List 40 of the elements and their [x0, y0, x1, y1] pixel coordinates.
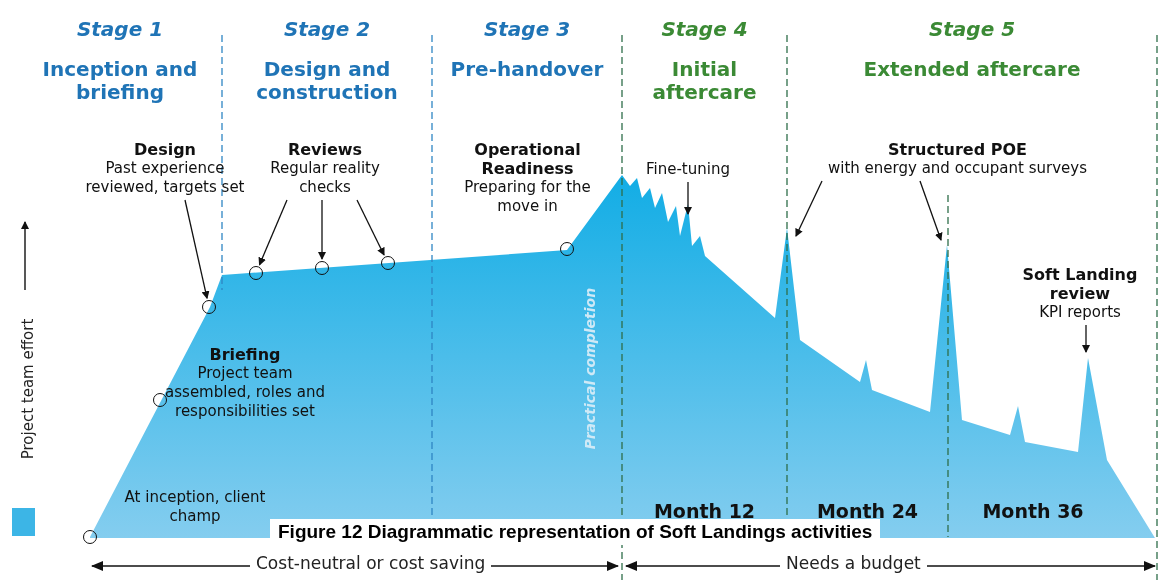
annotation-heading: Operational Readiness [473, 140, 582, 178]
annotation-text: Project team assembled, roles and responsibilities set [165, 364, 325, 421]
stage-title: Extended aftercare [862, 58, 1082, 81]
budget-label: Needs a budget [780, 553, 927, 573]
annotation-text: Fine-tuning [645, 160, 731, 179]
budget-label: Cost-neutral or cost saving [250, 553, 492, 573]
stage-title: Inception and briefing [41, 58, 199, 104]
annotation-text: At inception, client champ [123, 488, 267, 526]
milestone-label: Practical completion [582, 287, 600, 450]
annotation-heading: Reviews [286, 140, 364, 159]
annotation-text: Regular reality checks [269, 159, 381, 197]
leader-arrow [356, 199, 385, 256]
axis-label: Project team effort [19, 317, 37, 462]
annotation-text: Preparing for the move in [463, 178, 592, 216]
stage-title: Design and construction [255, 58, 399, 104]
month-label: Month 12 [652, 500, 757, 522]
stage-number: Stage 5 [927, 18, 1017, 41]
stage-number: Stage 2 [282, 18, 372, 41]
leader-arrow [258, 199, 288, 266]
stage-title: Initial aftercare [651, 58, 758, 104]
month-label: Month 24 [815, 500, 920, 522]
annotation-text: Past experience reviewed, targets set [84, 159, 246, 197]
leader-arrow [684, 181, 692, 215]
leader-arrow [318, 199, 326, 260]
annotation-heading: Briefing [208, 345, 282, 364]
stage-number: Stage 4 [660, 18, 749, 41]
month-label: Month 36 [981, 500, 1085, 522]
figure-caption: Figure 12 Diagrammatic representation of Soft Landings activities [270, 519, 881, 545]
leader-arrow [184, 199, 210, 300]
annotation-text: with energy and occupant surveys [827, 159, 1088, 178]
annotation-heading: Structured POE [887, 140, 1028, 159]
leader-arrow [1082, 324, 1090, 353]
stage-number: Stage 1 [75, 18, 165, 41]
annotation-text: KPI reports [1038, 303, 1122, 322]
stage-number: Stage 3 [482, 18, 572, 41]
stage-title: Pre-handover [449, 58, 605, 81]
leader-arrow [919, 180, 943, 241]
annotation-heading: Design [133, 140, 197, 159]
annotation-heading: Soft Landing review [1021, 265, 1139, 303]
leader-arrow [795, 180, 823, 237]
